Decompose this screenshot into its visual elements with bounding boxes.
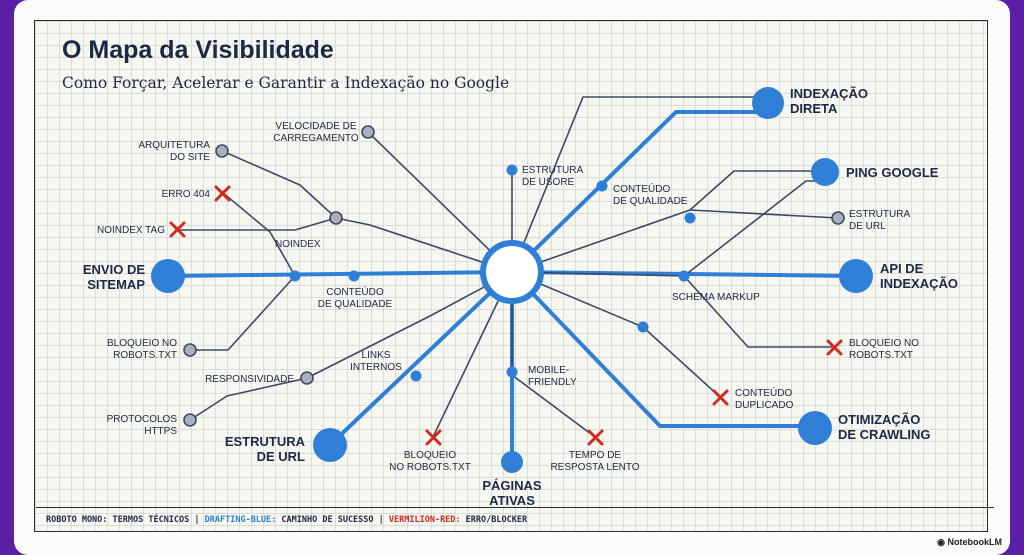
path-otimizacao-crawling bbox=[510, 270, 817, 428]
central-hub-node bbox=[480, 240, 544, 304]
noindex-hub-dot bbox=[289, 270, 301, 282]
label-schema-markup: SCHEMA MARKUP bbox=[672, 292, 760, 303]
line-arquitetura bbox=[219, 149, 337, 219]
label-erro-404: ERRO 404 bbox=[162, 189, 211, 200]
arquitetura-dot bbox=[215, 144, 229, 158]
noindex-tag-x-icon bbox=[169, 221, 186, 238]
bloqueio-right-x-icon bbox=[826, 339, 843, 356]
page-subtitle: Como Forçar, Acelerar e Garantir a Index… bbox=[62, 74, 510, 92]
conteudo-qualidade-right-dot bbox=[596, 180, 608, 192]
legend-blue-key: DRAFTING-BLUE: bbox=[204, 515, 277, 525]
label-responsividade: RESPONSIVIDADE bbox=[205, 374, 294, 385]
links-internos-dot bbox=[410, 370, 422, 382]
estrutura-url-left-node bbox=[313, 428, 347, 462]
path-indexacao-direta bbox=[510, 110, 770, 274]
legend-part5: ERRO/BLOCKER bbox=[460, 515, 528, 525]
line-bloqueio-left bbox=[189, 275, 296, 351]
otimizacao-crawling-node bbox=[798, 411, 832, 445]
indexacao-direta-node bbox=[752, 87, 784, 119]
label-noindex-tag: NOINDEX TAG bbox=[97, 225, 165, 236]
bloqueio-left-dot bbox=[183, 343, 197, 357]
https-dot bbox=[183, 413, 197, 427]
nodes bbox=[151, 87, 873, 473]
error-markers bbox=[169, 185, 843, 446]
erro-404-x-icon bbox=[214, 185, 231, 202]
page-title: O Mapa da Visibilidade bbox=[62, 36, 334, 64]
responsividade-dot bbox=[300, 371, 314, 385]
line-ping-google-b bbox=[683, 180, 826, 277]
mobile-friendly-dot bbox=[506, 366, 518, 378]
line-velocidade bbox=[367, 131, 513, 273]
line-erro-404 bbox=[221, 191, 296, 277]
brand-logo-icon: ◉ bbox=[937, 537, 948, 547]
estrutura-url-right-hub-dot bbox=[684, 212, 696, 224]
line-noindex-tag bbox=[177, 217, 337, 231]
line-https bbox=[189, 377, 308, 421]
legend-bar: ROBOTO MONO: TERMOS TÉCNICOS | DRAFTING-… bbox=[36, 507, 994, 525]
estrutura-url-right-dot bbox=[831, 211, 845, 225]
envio-sitemap-node bbox=[151, 259, 185, 293]
brand-watermark: ◉ NotebookLM bbox=[937, 537, 1002, 548]
label-noindex: NOINDEX bbox=[275, 239, 321, 250]
line-top-indexacao bbox=[511, 96, 769, 273]
label-ping-google: PING GOOGLE bbox=[846, 165, 939, 180]
line-noindex-hub bbox=[335, 217, 513, 273]
schema-markup-dot bbox=[678, 270, 690, 282]
brand-name: NotebookLM bbox=[947, 537, 1003, 547]
legend-part1: ROBOTO MONO: TERMOS TÉCNICOS | bbox=[46, 515, 205, 525]
noindex-connector-dot bbox=[329, 211, 343, 225]
paginas-ativas-node bbox=[501, 451, 523, 473]
conteudo-duplicado-x-icon bbox=[712, 389, 729, 406]
conteudo-duplicado-hub-dot bbox=[637, 321, 649, 333]
tempo-resposta-x-icon bbox=[587, 429, 604, 446]
line-ping-google-a bbox=[689, 170, 826, 211]
velocidade-dot bbox=[361, 125, 375, 139]
legend-red-key: VERMILION-RED: bbox=[388, 515, 461, 525]
bloqueio-bottom-x-icon bbox=[425, 429, 442, 446]
legend-part3: CAMINHO DE SUCESSO | bbox=[276, 515, 389, 525]
label-mobile-friendly: MOBILE-FRIENDLY bbox=[528, 365, 577, 388]
path-envio-sitemap bbox=[166, 270, 514, 278]
path-estrutura-url-left bbox=[328, 270, 514, 447]
api-indexacao-node bbox=[839, 259, 873, 293]
line-bloqueio-right bbox=[683, 275, 835, 348]
conteudo-qualidade-left-dot bbox=[348, 270, 360, 282]
ping-google-node bbox=[811, 158, 839, 186]
estrutura-usore-dot bbox=[506, 164, 518, 176]
